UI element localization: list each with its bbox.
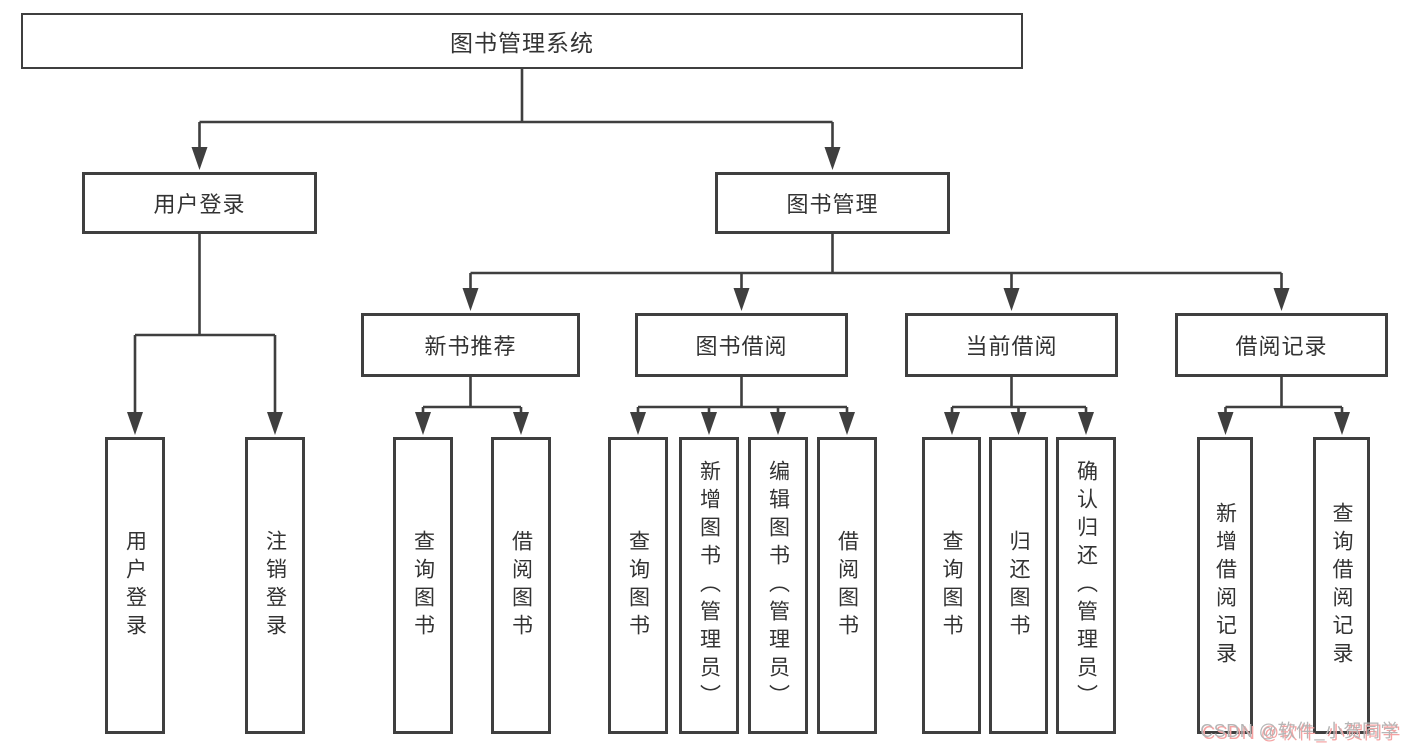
node-book-borrow: 图书借阅	[635, 313, 848, 377]
leaf-logout: 注销登录	[245, 437, 305, 734]
leaf-query-borrow-record: 查询借阅记录	[1313, 437, 1370, 734]
node-label: 用户登录	[123, 529, 147, 642]
node-label: 查询图书	[411, 529, 435, 642]
node-book-management: 图书管理	[715, 172, 950, 234]
node-label: 借阅图书	[509, 529, 533, 642]
node-label: 借阅图书	[835, 529, 859, 642]
node-borrow-records: 借阅记录	[1175, 313, 1388, 377]
node-root-system: 图书管理系统	[21, 13, 1023, 69]
connector-records-to-leaves	[1217, 377, 1350, 435]
leaf-query-books-borrow: 查询图书	[608, 437, 668, 734]
leaf-query-books-current: 查询图书	[922, 437, 981, 734]
node-label: 注销登录	[263, 529, 287, 642]
node-label: 新增图书（管理员）	[697, 459, 721, 712]
node-current-borrow: 当前借阅	[905, 313, 1118, 377]
node-label: 查询借阅记录	[1330, 501, 1353, 670]
node-label: 新增借阅记录	[1213, 501, 1237, 670]
leaf-add-books-admin: 新增图书（管理员）	[679, 437, 739, 734]
node-label: 新书推荐	[424, 334, 517, 359]
node-label: 图书借阅	[695, 334, 788, 359]
leaf-return-books: 归还图书	[989, 437, 1048, 734]
node-label: 用户登录	[153, 192, 246, 217]
connector-current-to-leaves	[944, 377, 1094, 435]
node-label: 归还图书	[1007, 529, 1030, 642]
node-label: 查询图书	[626, 529, 650, 642]
csdn-watermark: CSDN @软件_小贺同学	[1200, 721, 1399, 741]
connector-borrow-to-leaves	[630, 377, 855, 435]
leaf-query-books-recommend: 查询图书	[393, 437, 453, 734]
node-label: 借阅记录	[1235, 334, 1328, 359]
node-label: 查询图书	[940, 529, 963, 642]
leaf-user-login: 用户登录	[105, 437, 165, 734]
connector-userlogin-to-leaves	[127, 234, 283, 435]
leaf-add-borrow-record: 新增借阅记录	[1197, 437, 1253, 734]
node-user-login: 用户登录	[82, 172, 317, 234]
leaf-borrow-books: 借阅图书	[817, 437, 877, 734]
leaf-edit-books-admin: 编辑图书（管理员）	[748, 437, 808, 734]
node-label: 图书管理系统	[450, 30, 594, 56]
node-label: 图书管理	[786, 192, 879, 217]
connector-bookmgmt-to-level3	[462, 234, 1290, 311]
leaf-confirm-return-admin: 确认归还（管理员）	[1056, 437, 1116, 734]
node-label: 确认归还（管理员）	[1074, 459, 1098, 712]
connector-newbooks-to-leaves	[415, 377, 529, 435]
node-new-book-recommend: 新书推荐	[361, 313, 580, 377]
connector-root-to-level2	[191, 69, 841, 170]
node-label: 当前借阅	[965, 334, 1058, 359]
leaf-borrow-books-recommend: 借阅图书	[491, 437, 551, 734]
node-label: 编辑图书（管理员）	[766, 459, 790, 712]
